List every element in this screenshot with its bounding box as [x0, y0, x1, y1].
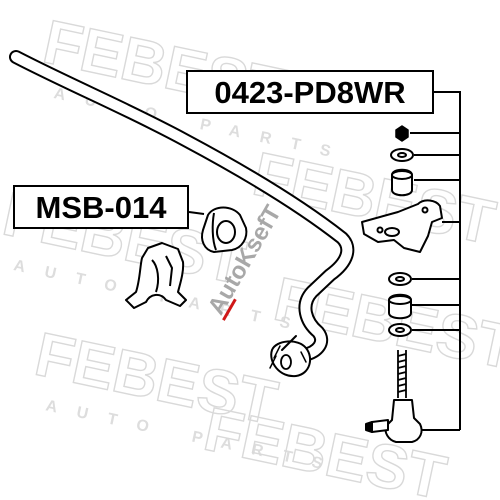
stabilizer-bar-fill: [11, 52, 353, 360]
washer-mid-hole: [395, 276, 405, 282]
washer-bottom-hole: [395, 327, 405, 333]
autoksef-logo-accent: [222, 298, 237, 321]
link-bolt-thread: [397, 350, 407, 398]
bushing-edge: [211, 212, 217, 251]
part-label-msb-014: MSB-014: [13, 185, 189, 229]
bar-end-stem: [281, 335, 297, 351]
rubber-bushing-top-cap: [391, 170, 413, 180]
stabilizer-bushing: [201, 206, 248, 253]
link-rod-body: [384, 399, 423, 443]
link-ball-stud: [371, 419, 389, 433]
bushing-bore: [216, 220, 236, 244]
callout-bracket-spine: [434, 91, 461, 430]
bracket-flange: [165, 255, 173, 287]
bushing-bracket: [125, 242, 187, 309]
callout-bracket-0423: [410, 91, 461, 431]
rubber-bushing-bottom-cap: [388, 295, 412, 305]
lower-arm-mount-hole: [384, 227, 400, 237]
mount-bolt-hole-1: [376, 226, 384, 234]
lower-arm-mount: [361, 199, 443, 253]
stabilizer-bar: [9, 50, 355, 378]
bracket-outline: [125, 242, 187, 309]
bar-end-hatch: [269, 345, 307, 369]
part-label-0423-pd8wr: 0423-PD8WR: [186, 70, 434, 114]
mount-bolt-hole-2: [421, 206, 429, 214]
callout-leader-msb014: [188, 211, 205, 215]
link-stud-end: [365, 421, 373, 433]
lock-nut-icon: [395, 125, 409, 142]
washer-top-hole: [397, 152, 407, 158]
bar-end-hole: [280, 354, 292, 370]
stabilizer-link-kit: [361, 125, 443, 443]
bracket-inner: [151, 259, 160, 293]
